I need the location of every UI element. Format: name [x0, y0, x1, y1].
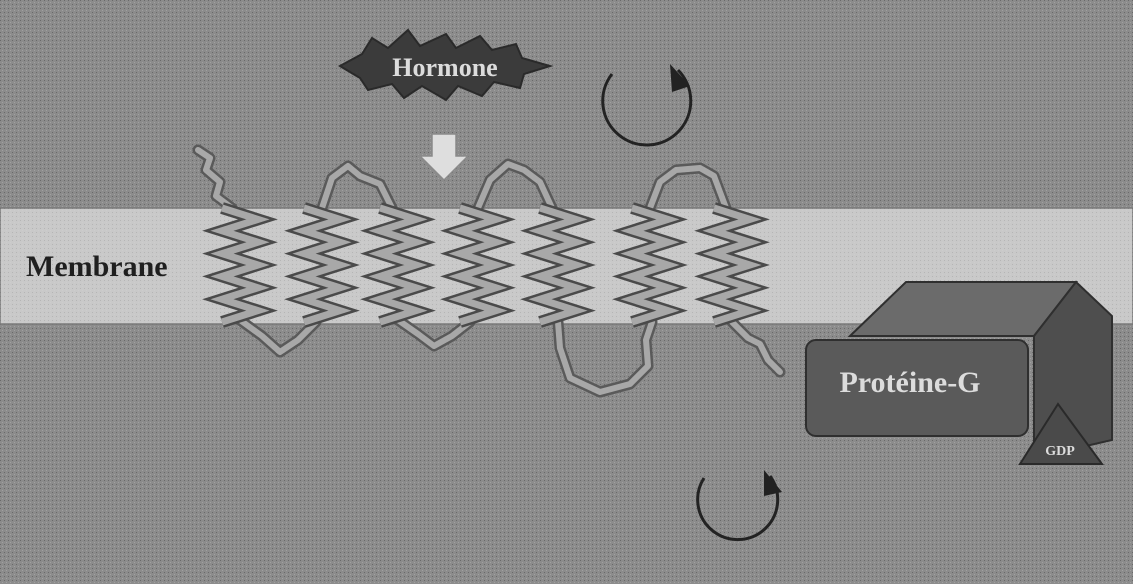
gdp-label: GDP: [1045, 444, 1075, 459]
membrane-label: Membrane: [26, 250, 168, 283]
protein-g-label: Protéine-G: [839, 366, 980, 399]
hormone-label: Hormone: [392, 53, 497, 82]
